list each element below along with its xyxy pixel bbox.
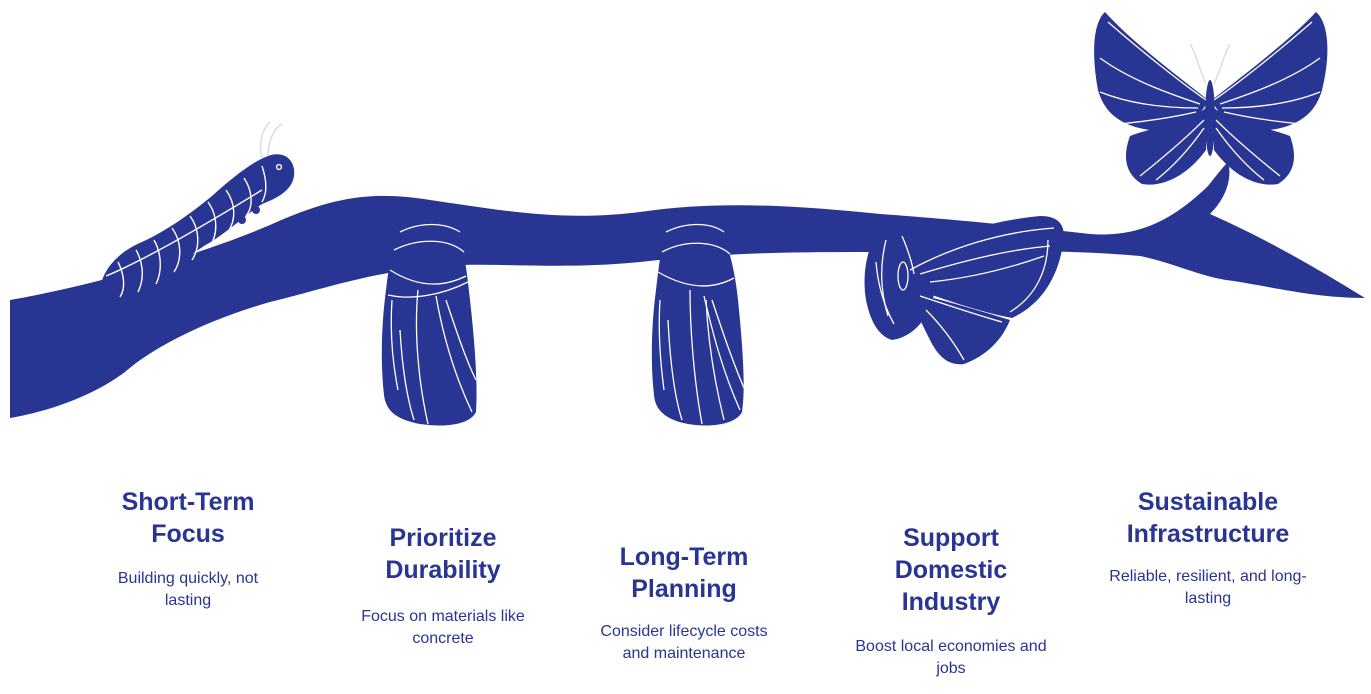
stage-description: Consider lifecycle costs and maintenance [600, 623, 768, 662]
stage-support-domestic-industry: Support Domestic Industry Boost local ec… [838, 522, 1064, 680]
chrysalis-2-body [651, 209, 744, 426]
stage-description: Building quickly, not lasting [117, 570, 259, 609]
butterfly [1094, 12, 1328, 185]
butterfly-left-lower-wing [1126, 108, 1206, 185]
stage-title: Support Domestic Industry [894, 524, 1008, 616]
stage-short-term-focus: Short-Term Focus Building quickly, not l… [78, 486, 298, 612]
stage-description: Boost local economies and jobs [855, 638, 1047, 677]
butterfly-body [1205, 80, 1215, 156]
stage-long-term-planning: Long-Term Planning Consider lifecycle co… [586, 541, 782, 665]
chrysalis-1-body [381, 206, 477, 426]
butterfly-right-lower-wing [1214, 108, 1294, 185]
stage-prioritize-durability: Prioritize Durability Focus on materials… [330, 522, 556, 650]
stage-description: Reliable, resilient, and long-lasting [1109, 568, 1307, 607]
chrysalis-2 [651, 209, 745, 426]
butterfly-right-upper-wing [1212, 12, 1328, 131]
emerging-upper-wing [900, 216, 1064, 318]
stage-title: Sustainable Infrastructure [1126, 488, 1290, 548]
branch [10, 162, 1365, 418]
stage-sustainable-infrastructure: Sustainable Infrastructure Reliable, res… [1098, 486, 1318, 610]
stage-description: Focus on materials like concrete [361, 608, 525, 647]
butterfly-left-upper-wing [1094, 12, 1208, 131]
stage-title: Prioritize Durability [385, 524, 501, 584]
chrysalis-1 [381, 206, 477, 426]
caterpillar-body [100, 154, 295, 297]
emerging-butterfly [864, 216, 1064, 365]
caterpillar [100, 121, 295, 300]
stage-title: Long-Term Planning [619, 543, 749, 603]
emerging-lower-wing [908, 292, 1010, 365]
stage-title: Short-Term Focus [121, 488, 255, 548]
